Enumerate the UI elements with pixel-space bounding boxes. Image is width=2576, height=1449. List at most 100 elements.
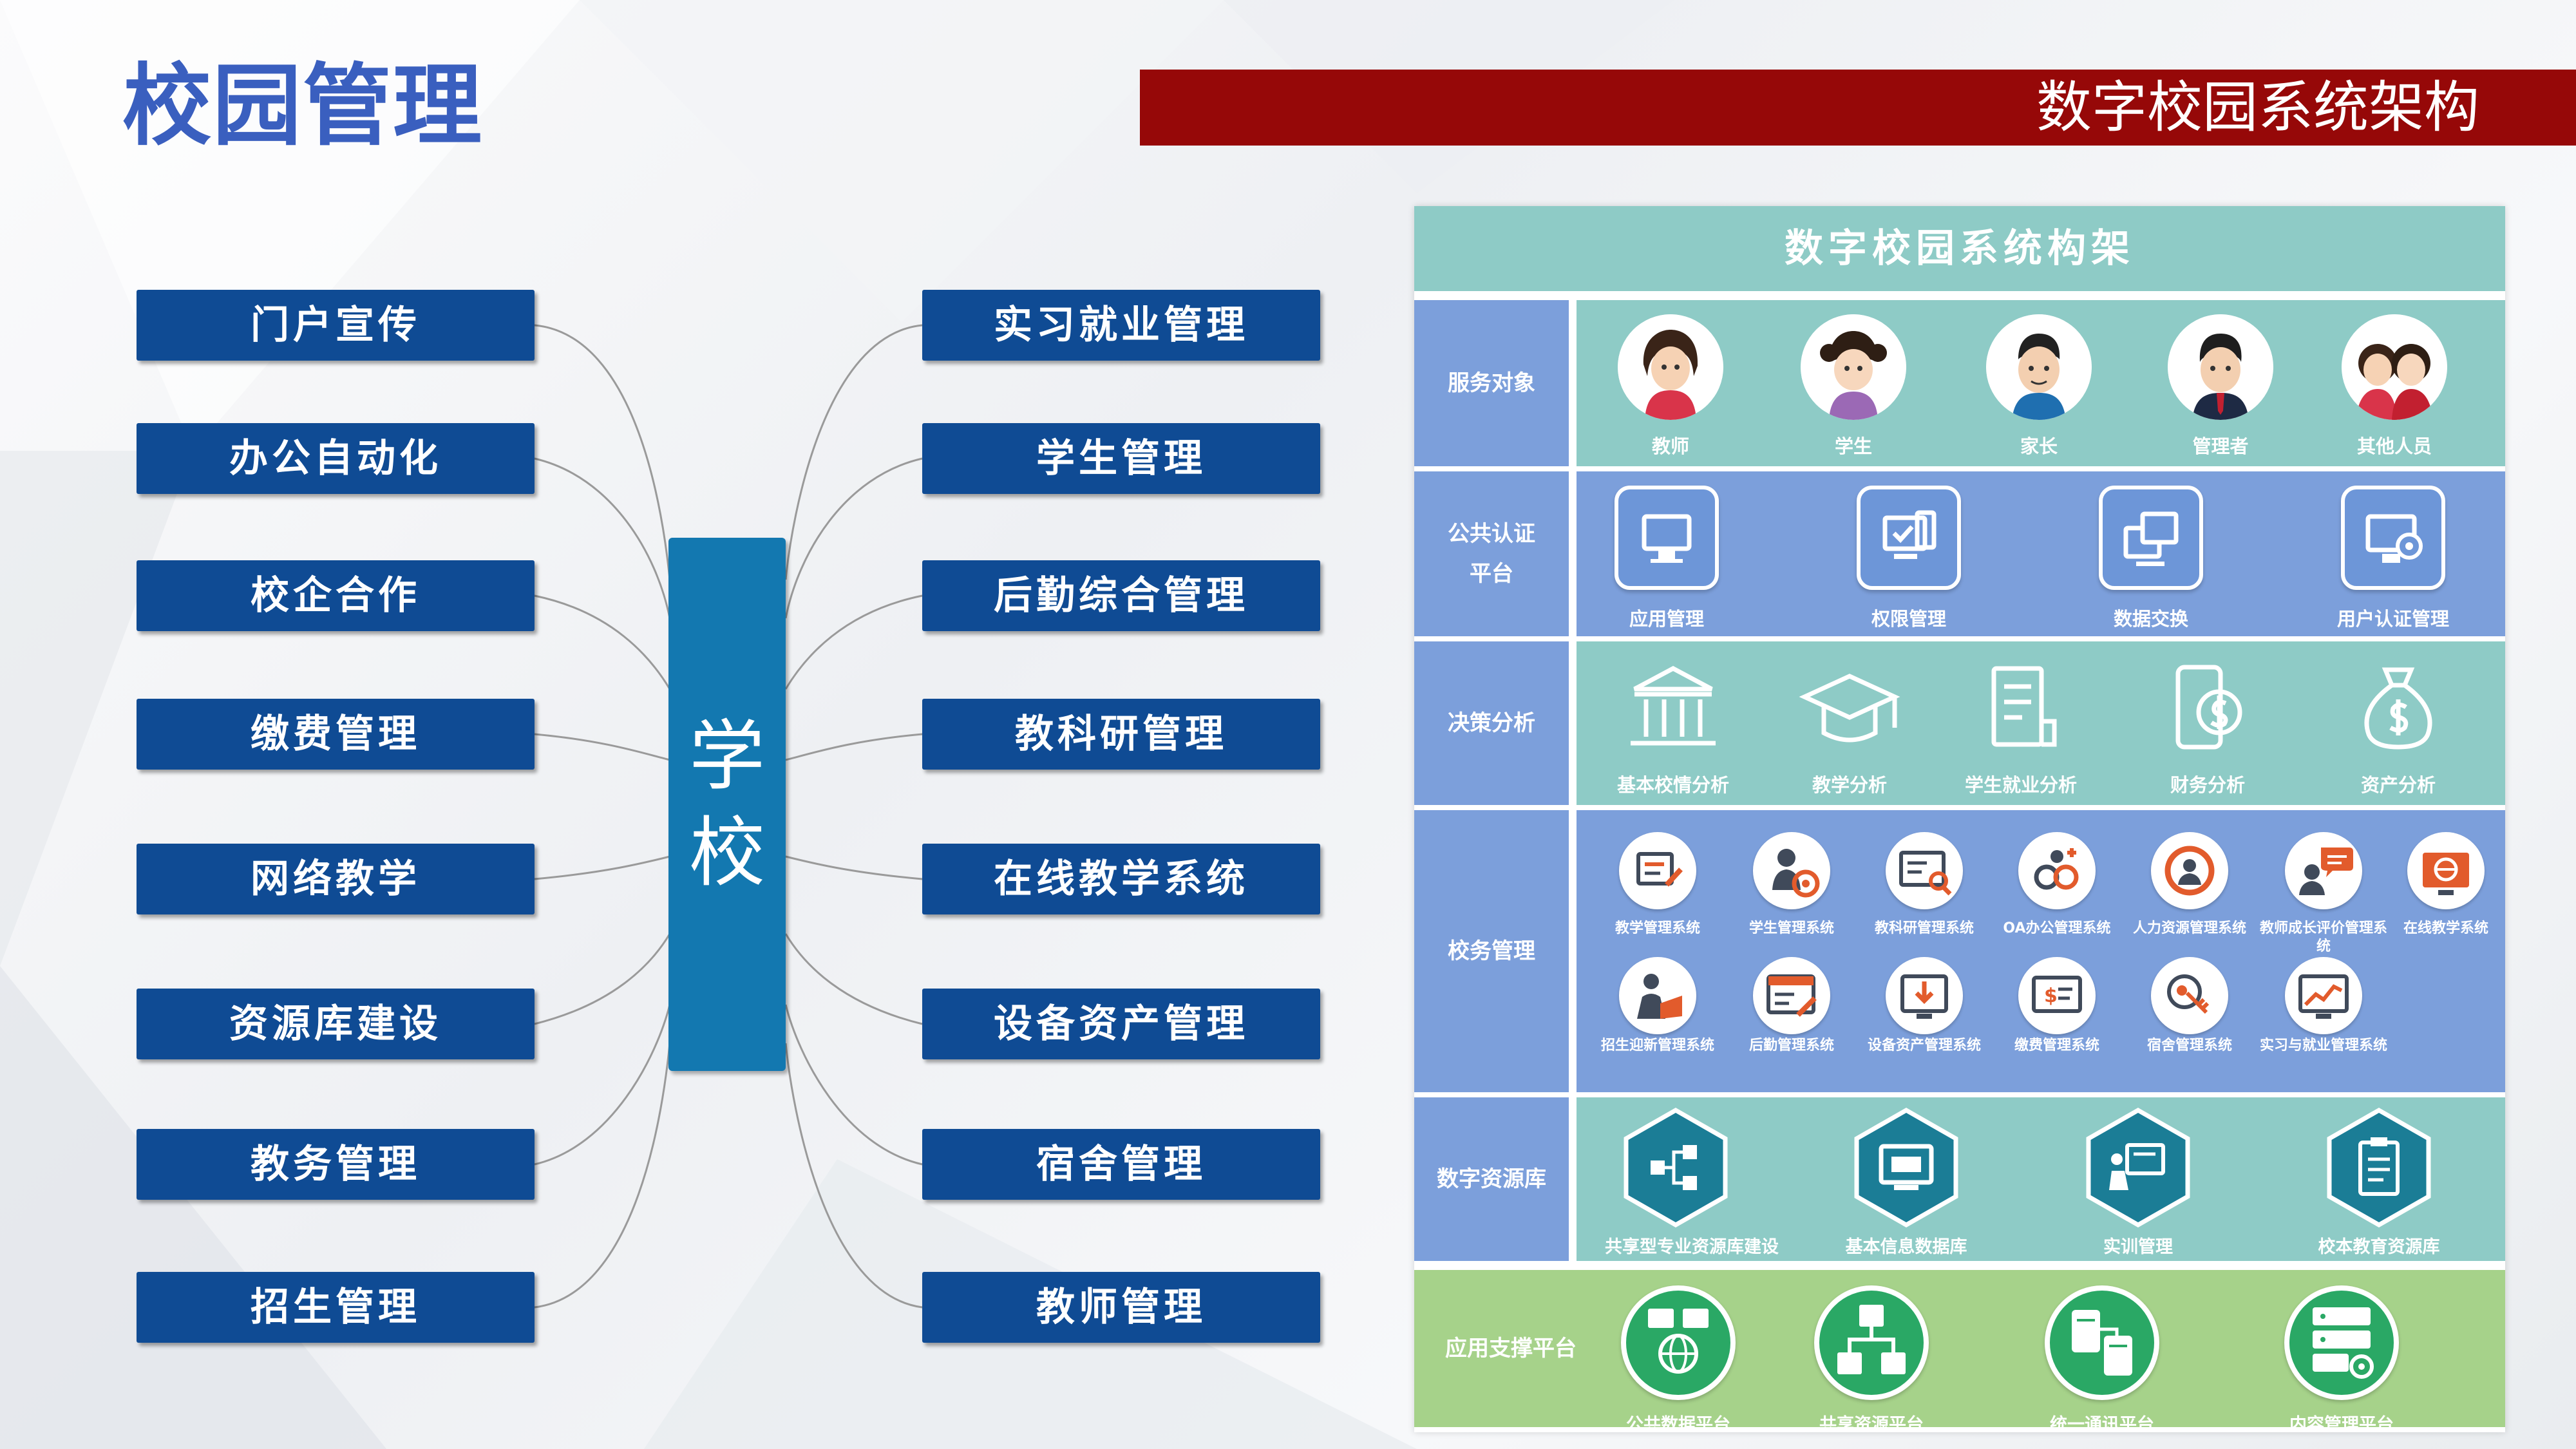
data-exchange-icon	[2099, 486, 2203, 590]
row-resource-library: 数字资源库 共享型专业资源库建设 基本信息数据库	[1414, 1097, 2505, 1261]
mindmap-node-research: 教科研管理	[922, 699, 1320, 770]
enrollment-system-icon	[1619, 957, 1696, 1034]
row-decision-analysis: 决策分析 基本校情分析 教学分析 学生就业分析	[1414, 641, 2505, 805]
school-edu-hex-icon	[2327, 1108, 2431, 1227]
service-label-others: 其他人员	[2356, 435, 2432, 457]
parent-avatar-icon	[1986, 314, 2092, 420]
building-icon	[1631, 666, 1716, 746]
support-label-shared: 共享资源平台	[1819, 1415, 1924, 1435]
mindmap-node-internship: 实习就业管理	[922, 290, 1320, 361]
row-label-affairs: 校务管理	[1414, 810, 1569, 1092]
unified-comm-icon	[2045, 1285, 2159, 1400]
auth-label-app-mgmt: 应用管理	[1629, 608, 1704, 630]
resource-label-training: 实训管理	[2103, 1237, 2173, 1257]
hr-system-icon	[2151, 832, 2228, 909]
row-support-platform: 应用支撑平台 公共数据平台 共享资源平台 统一通讯平台	[1414, 1270, 2505, 1435]
service-label-teacher: 教师	[1651, 435, 1689, 457]
resource-library-content: 共享型专业资源库建设 基本信息数据库 实训管理	[1577, 1097, 2505, 1261]
student-avatar-icon	[1801, 314, 1906, 420]
mindmap-node-teacher: 教师管理	[922, 1272, 1320, 1343]
affairs-label-asset: 设备资产管理系统	[1867, 1037, 1981, 1054]
title-banner: 数字校园系统架构	[1140, 70, 2576, 146]
monitor-icon	[1615, 486, 1719, 590]
resource-label-school-edu: 校本教育资源库	[2318, 1237, 2440, 1257]
page-title: 校园管理	[122, 54, 484, 158]
teaching-system-icon	[1619, 832, 1696, 909]
decision-label-finance: 财务分析	[2170, 774, 2245, 796]
teacher-avatar-icon	[1618, 314, 1723, 420]
decision-label-assets: 资产分析	[2360, 774, 2436, 796]
support-label-content-mgmt: 内容管理平台	[2289, 1415, 2394, 1435]
row-label-auth: 公共认证 平台	[1414, 471, 1569, 636]
affairs-label-online: 在线教学系统	[2403, 920, 2488, 936]
graduation-cap-icon	[1799, 674, 1900, 743]
online-system-icon	[2407, 832, 2485, 909]
row-label-auth-line1: 公共认证	[1448, 521, 1535, 547]
others-avatar-icon	[2342, 314, 2447, 420]
content-mgmt-server-icon	[2284, 1285, 2399, 1400]
shared-resources-icon	[1814, 1285, 1929, 1400]
money-bag-icon	[2364, 667, 2432, 750]
mindmap-node-student-mgmt: 学生管理	[922, 423, 1320, 494]
mindmap-center-school: 学 校	[668, 538, 786, 1071]
mindmap-node-payment: 缴费管理	[137, 699, 535, 770]
center-char-2: 校	[688, 808, 765, 897]
mindmap-node-online-system: 在线教学系统	[922, 844, 1320, 914]
auth-platform-content: 应用管理 权限管理 数据交换 用户认证管理	[1577, 471, 2505, 636]
affairs-label-dormitory: 宿舍管理系统	[2146, 1037, 2232, 1054]
mindmap-node-dormitory: 宿舍管理	[922, 1129, 1320, 1200]
manager-avatar-icon	[2168, 314, 2273, 420]
shared-library-hex-icon	[1624, 1108, 1728, 1227]
mindmap-node-logistics: 后勤综合管理	[922, 560, 1320, 631]
architecture-title: 数字校园系统构架	[1414, 206, 2505, 291]
row-label-support: 应用支撑平台	[1445, 1336, 1577, 1361]
research-system-icon	[1886, 832, 1963, 909]
affairs-label-enrollment: 招生迎新管理系统	[1600, 1037, 1714, 1054]
affairs-label-teaching: 教学管理系统	[1615, 920, 1700, 936]
document-icon	[1991, 666, 2057, 747]
banner-title: 数字校园系统架构	[2036, 75, 2479, 140]
mindmap-node-enrollment: 招生管理	[137, 1272, 535, 1343]
mindmap-node-assets: 设备资产管理	[922, 989, 1320, 1059]
mindmap-node-online-teaching: 网络教学	[137, 844, 535, 914]
oa-system-icon	[2018, 832, 2096, 909]
architecture-diagram: 数字校园系统构架 服务对象 教师	[1414, 206, 2505, 1435]
decision-label-teaching: 教学分析	[1812, 774, 1887, 796]
basic-info-db-hex-icon	[1854, 1108, 1958, 1227]
support-label-unified-comm: 统一通讯平台	[2050, 1415, 2154, 1435]
mindmap-node-school-enterprise: 校企合作	[137, 560, 535, 631]
mindmap-node-office-automation: 办公自动化	[137, 423, 535, 494]
internship-chart-icon	[2285, 957, 2362, 1034]
payment-system-icon: $	[2018, 957, 2096, 1034]
public-data-icon	[1621, 1285, 1736, 1400]
service-label-parent: 家长	[2020, 435, 2058, 457]
mindmap-node-portal: 门户宣传	[137, 290, 535, 361]
service-label-student: 学生	[1834, 435, 1872, 457]
affairs-label-logistics: 后勤管理系统	[1748, 1037, 1834, 1054]
resource-label-shared: 共享型专业资源库建设	[1605, 1237, 1779, 1257]
resource-label-basic-info: 基本信息数据库	[1845, 1237, 1967, 1257]
student-system-icon	[1753, 832, 1830, 909]
school-affairs-content: 教学管理系统 学生管理系统 教科研管理系统 OA办公管理系统	[1577, 810, 2505, 1092]
row-service-targets: 服务对象 教师	[1414, 300, 2505, 466]
affairs-label-teacher-growth: 教师成长评价管理系统	[2259, 920, 2387, 954]
mindmap-node-resource-library: 资源库建设	[137, 989, 535, 1059]
asset-system-icon	[1886, 957, 1963, 1034]
mindmap-node-academic-affairs: 教务管理	[137, 1129, 535, 1200]
dormitory-key-icon	[2151, 957, 2228, 1034]
auth-label-data-exchange: 数据交换	[2113, 608, 2188, 630]
affairs-label-internship: 实习与就业管理系统	[2259, 1037, 2387, 1054]
auth-label-permission: 权限管理	[1871, 608, 1946, 630]
affairs-label-research: 教科研管理系统	[1874, 920, 1974, 936]
row-school-affairs: 校务管理 教学管理系统 学生管理系统 教科研管理系统	[1414, 810, 2505, 1092]
affairs-label-student: 学生管理系统	[1748, 920, 1834, 936]
affairs-label-payment: 缴费管理系统	[2014, 1037, 2099, 1054]
training-hex-icon	[2086, 1108, 2190, 1227]
affairs-label-hr: 人力资源管理系统	[2132, 920, 2246, 936]
phone-dollar-icon	[2175, 665, 2242, 750]
logistics-system-icon	[1753, 957, 1830, 1034]
support-label-public-data: 公共数据平台	[1626, 1415, 1730, 1435]
decision-label-employment: 学生就业分析	[1964, 774, 2077, 796]
row-label-service: 服务对象	[1414, 300, 1569, 466]
